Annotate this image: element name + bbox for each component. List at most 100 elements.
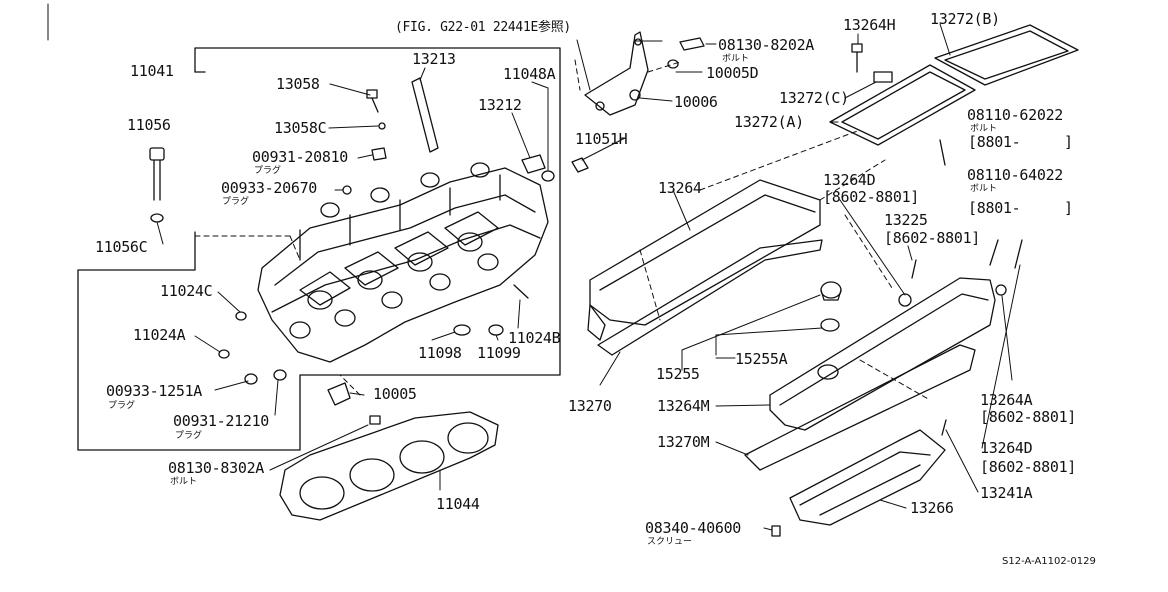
label-00931-21210-jp: プラグ: [175, 431, 203, 441]
dowel-11024a: [218, 349, 230, 359]
bolt-11056: [149, 147, 165, 223]
label-00931-20810: 00931-20810: [252, 148, 349, 166]
plug-00931-21210: [273, 369, 287, 381]
label-11048a: 11048A: [503, 65, 556, 83]
pin-11024b: [513, 284, 529, 299]
label-13264a: 13264A: [980, 391, 1033, 409]
gasket-13270: [597, 239, 823, 356]
label-08130-8202a-jp: ボルト: [722, 54, 750, 64]
label-11098: 11098: [418, 344, 462, 362]
label-13272c: 13272(C): [779, 89, 849, 107]
plug-00933-20670: [342, 185, 352, 195]
label-11041: 11041: [130, 62, 174, 80]
part-11048a: [541, 170, 555, 182]
part-11051h: [571, 157, 589, 173]
label-15255: 15255: [656, 365, 700, 383]
label-11051h: 11051H: [575, 130, 628, 148]
bolt-08110-62022: [939, 139, 946, 166]
label-00931-20810-jp: プラグ: [254, 166, 282, 176]
label-13264h: 13264H: [843, 16, 896, 34]
label-00933-20670: 00933-20670: [221, 179, 318, 197]
label-11099: 11099: [477, 344, 521, 362]
label-08340-40600: 08340-40600: [645, 519, 742, 537]
label-13264a-range: [8602-8801]: [980, 408, 1077, 426]
cover-13272-b: [934, 24, 1079, 86]
seal-11098: [453, 324, 471, 336]
gasket-13270m: [744, 344, 976, 471]
label-13058: 13058: [276, 75, 320, 93]
label-13225-range: [8602-8801]: [884, 229, 981, 247]
seal-11099: [488, 324, 504, 336]
label-00933-1251a: 00933-1251A: [106, 382, 203, 400]
label-13264d-bot-range: [8602-8801]: [980, 458, 1077, 476]
screw-08340-40600: [771, 525, 781, 537]
label-13270m: 13270M: [657, 433, 710, 451]
diagram-code: S12-A-A1102-0129: [1002, 556, 1096, 567]
label-13272b: 13272(B): [930, 10, 1000, 28]
label-13241a: 13241A: [980, 484, 1033, 502]
label-13058c: 13058C: [274, 119, 327, 137]
label-13264: 13264: [658, 179, 702, 197]
cylinder-head: [257, 162, 549, 363]
bolt-08130-8202a: [679, 37, 705, 51]
label-10006: 10006: [674, 93, 718, 111]
label-11024c: 11024C: [160, 282, 213, 300]
seal-15255a: [820, 318, 840, 332]
label-13266: 13266: [910, 499, 954, 517]
label-08130-8202a: 08130-8202A: [718, 36, 815, 54]
label-13213: 13213: [412, 50, 456, 68]
label-00931-21210: 00931-21210: [173, 412, 270, 430]
plug-00933-1251a: [244, 373, 258, 385]
part-13272c: [873, 71, 893, 83]
cover-13266: [789, 429, 946, 526]
figure-reference: (FIG. G22-01 22441E参照): [395, 20, 571, 35]
label-13264m: 13264M: [657, 397, 710, 415]
label-10005d: 10005D: [706, 64, 759, 82]
label-08110-64022: 08110-64022: [967, 166, 1064, 184]
label-00933-20670-jp: プラグ: [222, 197, 250, 207]
label-08110-62022-jp: ボルト: [970, 124, 998, 134]
label-13270: 13270: [568, 397, 612, 415]
bracket-10005: [327, 382, 351, 406]
label-11024b: 11024B: [508, 329, 561, 347]
rocker-cover-13264: [587, 179, 821, 341]
part-13212: [521, 154, 546, 174]
label-00933-1251a-jp: プラグ: [108, 401, 136, 411]
bolt-13225: [911, 259, 917, 279]
rocker-cover-13264m: [769, 277, 996, 431]
plug-00931-20810: [371, 147, 387, 161]
cover-13272-a: [829, 64, 976, 146]
dowel-11024c: [235, 311, 247, 321]
washer-13058c: [378, 122, 386, 130]
washer-13264a: [995, 284, 1007, 296]
label-11024a: 11024A: [133, 326, 186, 344]
bracket-10006: [584, 31, 649, 116]
label-08110-62022-range: [8801- ]: [968, 133, 1073, 151]
label-13264d-top-range: [8602-8801]: [823, 188, 920, 206]
label-08110-64022-jp: ボルト: [970, 184, 998, 194]
bolt-13241a: [941, 419, 947, 436]
bolt-08110-64022: [989, 239, 999, 266]
label-15255a: 15255A: [735, 350, 788, 368]
label-08110-64022-range: [8801- ]: [968, 199, 1073, 217]
cylinder-head-group-frame: [77, 47, 561, 451]
label-08340-40600-jp: スクリュー: [647, 537, 693, 547]
label-13212: 13212: [478, 96, 522, 114]
oil-cap-15255: [820, 281, 842, 301]
head-gasket-11044: [279, 411, 499, 521]
label-11056c: 11056C: [95, 238, 148, 256]
bolt-13264h: [851, 43, 863, 73]
label-11056: 11056: [127, 116, 171, 134]
tube-13213: [411, 77, 439, 153]
label-13225: 13225: [884, 211, 928, 229]
label-10005: 10005: [373, 385, 417, 403]
bolt-08130-8302a: [369, 415, 381, 425]
bolt-13058: [366, 89, 379, 113]
label-11044: 11044: [436, 495, 480, 513]
label-13264d-bot: 13264D: [980, 439, 1033, 457]
label-08130-8302a: 08130-8302A: [168, 459, 265, 477]
washer-10005d: [667, 59, 679, 69]
label-08110-62022: 08110-62022: [967, 106, 1064, 124]
label-13264d-top: 13264D: [823, 171, 876, 189]
